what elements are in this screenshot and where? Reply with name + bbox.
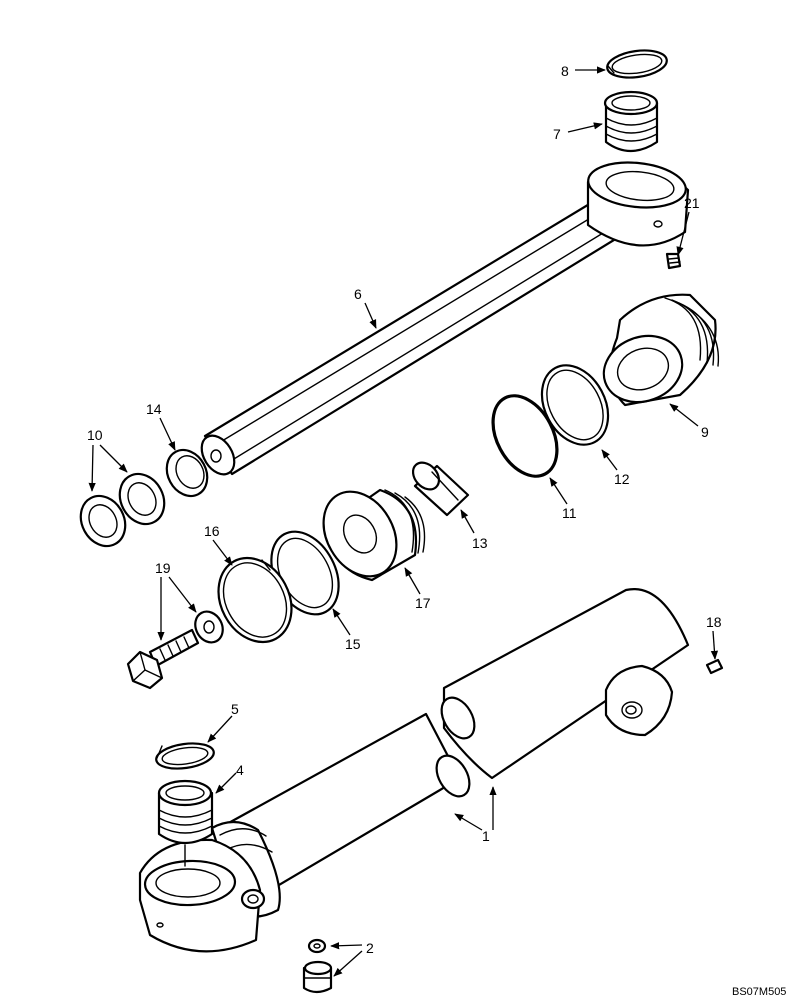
callout-6: 6	[354, 286, 362, 302]
callout-8: 8	[561, 63, 569, 79]
part-10-rod-seals	[79, 472, 166, 548]
part-9-gland	[602, 293, 720, 407]
part-7-bushing	[603, 90, 659, 153]
callout-1: 1	[482, 828, 490, 844]
part-8-snap-ring	[606, 49, 668, 79]
callout-15: 15	[345, 636, 361, 652]
callout-21: 21	[684, 195, 700, 211]
part-6-piston-rod	[200, 161, 690, 476]
callout-12: 12	[614, 471, 630, 487]
callout-17: 17	[415, 595, 431, 611]
part-18-screw	[705, 658, 724, 675]
callout-5: 5	[231, 701, 239, 717]
leader-lines	[88, 66, 719, 977]
part-14-rod-wiper	[165, 448, 209, 498]
callout-18: 18	[706, 614, 722, 630]
part-21-grease-fitting	[665, 252, 682, 270]
part-1-cylinder-barrel	[138, 588, 690, 953]
callout-2: 2	[366, 940, 374, 956]
callout-16: 16	[204, 523, 220, 539]
callout-14: 14	[146, 401, 162, 417]
callout-7: 7	[553, 126, 561, 142]
part-11-o-ring	[491, 394, 559, 478]
part-17-piston	[322, 488, 426, 582]
callout-4: 4	[236, 762, 244, 778]
callout-labels: 8 7 21 6 9 14 10 12 11 13 16 17 15 19 18…	[87, 63, 786, 998]
figure-reference-code: BS07M505	[732, 986, 786, 998]
part-2-plug-and-seal	[302, 938, 333, 994]
part-5-snap-ring	[155, 742, 215, 770]
part-4-bushing	[157, 779, 214, 867]
part-16-split-ring	[217, 556, 293, 644]
callout-19: 19	[155, 560, 171, 576]
callout-9: 9	[701, 424, 709, 440]
callout-11: 11	[562, 505, 577, 521]
part-13-wear-ring	[411, 461, 470, 517]
callout-13: 13	[472, 535, 488, 551]
part-19-bolt-and-washer	[126, 610, 224, 690]
callout-10: 10	[87, 427, 103, 443]
